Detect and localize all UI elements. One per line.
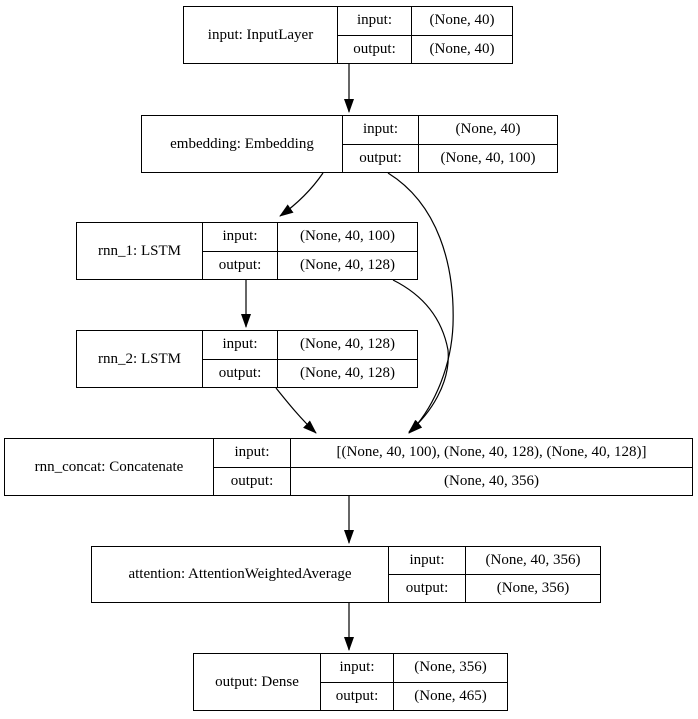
input-key: input: (203, 223, 278, 251)
input-shape-value: (None, 40) (455, 121, 521, 138)
node-rnn2-lstm: rnn_2: LSTM input: (None, 40, 128) outpu… (76, 330, 418, 388)
node-label: input: InputLayer (184, 7, 338, 63)
output-key: output: (203, 251, 278, 279)
edge-rnn2-to-rnnconcat (275, 387, 317, 434)
output-key: output: (343, 144, 419, 172)
output-key: output: (338, 35, 412, 63)
node-label: rnn_2: LSTM (77, 331, 203, 387)
output-key: output: (214, 467, 291, 495)
node-rnn1-lstm: rnn_1: LSTM input: (None, 40, 100) outpu… (76, 222, 418, 280)
input-key: input: (389, 547, 466, 574)
input-key: input: (321, 654, 394, 682)
node-embedding: embedding: Embedding input: (None, 40) o… (141, 115, 558, 173)
input-key: input: (338, 7, 412, 35)
input-key: input: (203, 331, 278, 359)
edge-embedding-to-rnn1 (279, 172, 324, 217)
input-shape-value: (None, 356) (414, 659, 487, 676)
node-label: output: Dense (194, 654, 321, 710)
output-shape-value: (None, 465) (414, 687, 487, 704)
node-rnnconcat-concatenate: rnn_concat: Concatenate input: [(None, 4… (4, 438, 693, 496)
node-output-dense: output: Dense input: (None, 356) output:… (193, 653, 508, 711)
node-label: embedding: Embedding (142, 116, 343, 172)
output-key: output: (203, 359, 278, 387)
input-key: input: (343, 116, 419, 144)
output-shape-value: (None, 40, 356) (444, 472, 539, 489)
node-attention-weighted-average: attention: AttentionWeightedAverage inpu… (91, 546, 601, 603)
output-shape-value: (None, 40, 128) (300, 364, 395, 381)
input-shape-value: [(None, 40, 100), (None, 40, 128), (None… (336, 444, 647, 461)
node-label: rnn_concat: Concatenate (5, 439, 214, 495)
output-shape-value: (None, 40, 100) (440, 149, 536, 166)
output-shape-value: (None, 40, 128) (300, 256, 395, 273)
edge-embedding-to-rnnconcat (387, 172, 454, 434)
input-shape-value: (None, 40, 128) (300, 336, 395, 353)
output-key: output: (389, 575, 466, 602)
node-label: attention: AttentionWeightedAverage (92, 547, 389, 602)
node-label: rnn_1: LSTM (77, 223, 203, 279)
input-shape-value: (None, 40, 356) (485, 552, 581, 568)
output-key: output: (321, 682, 394, 710)
output-shape-value: (None, 356) (496, 580, 570, 596)
output-shape-value: (None, 40) (429, 40, 495, 57)
input-shape-value: (None, 40, 100) (300, 228, 395, 245)
input-key: input: (214, 439, 291, 467)
node-input-inputlayer: input: InputLayer input: (None, 40) outp… (183, 6, 513, 64)
input-shape-value: (None, 40) (429, 12, 495, 29)
